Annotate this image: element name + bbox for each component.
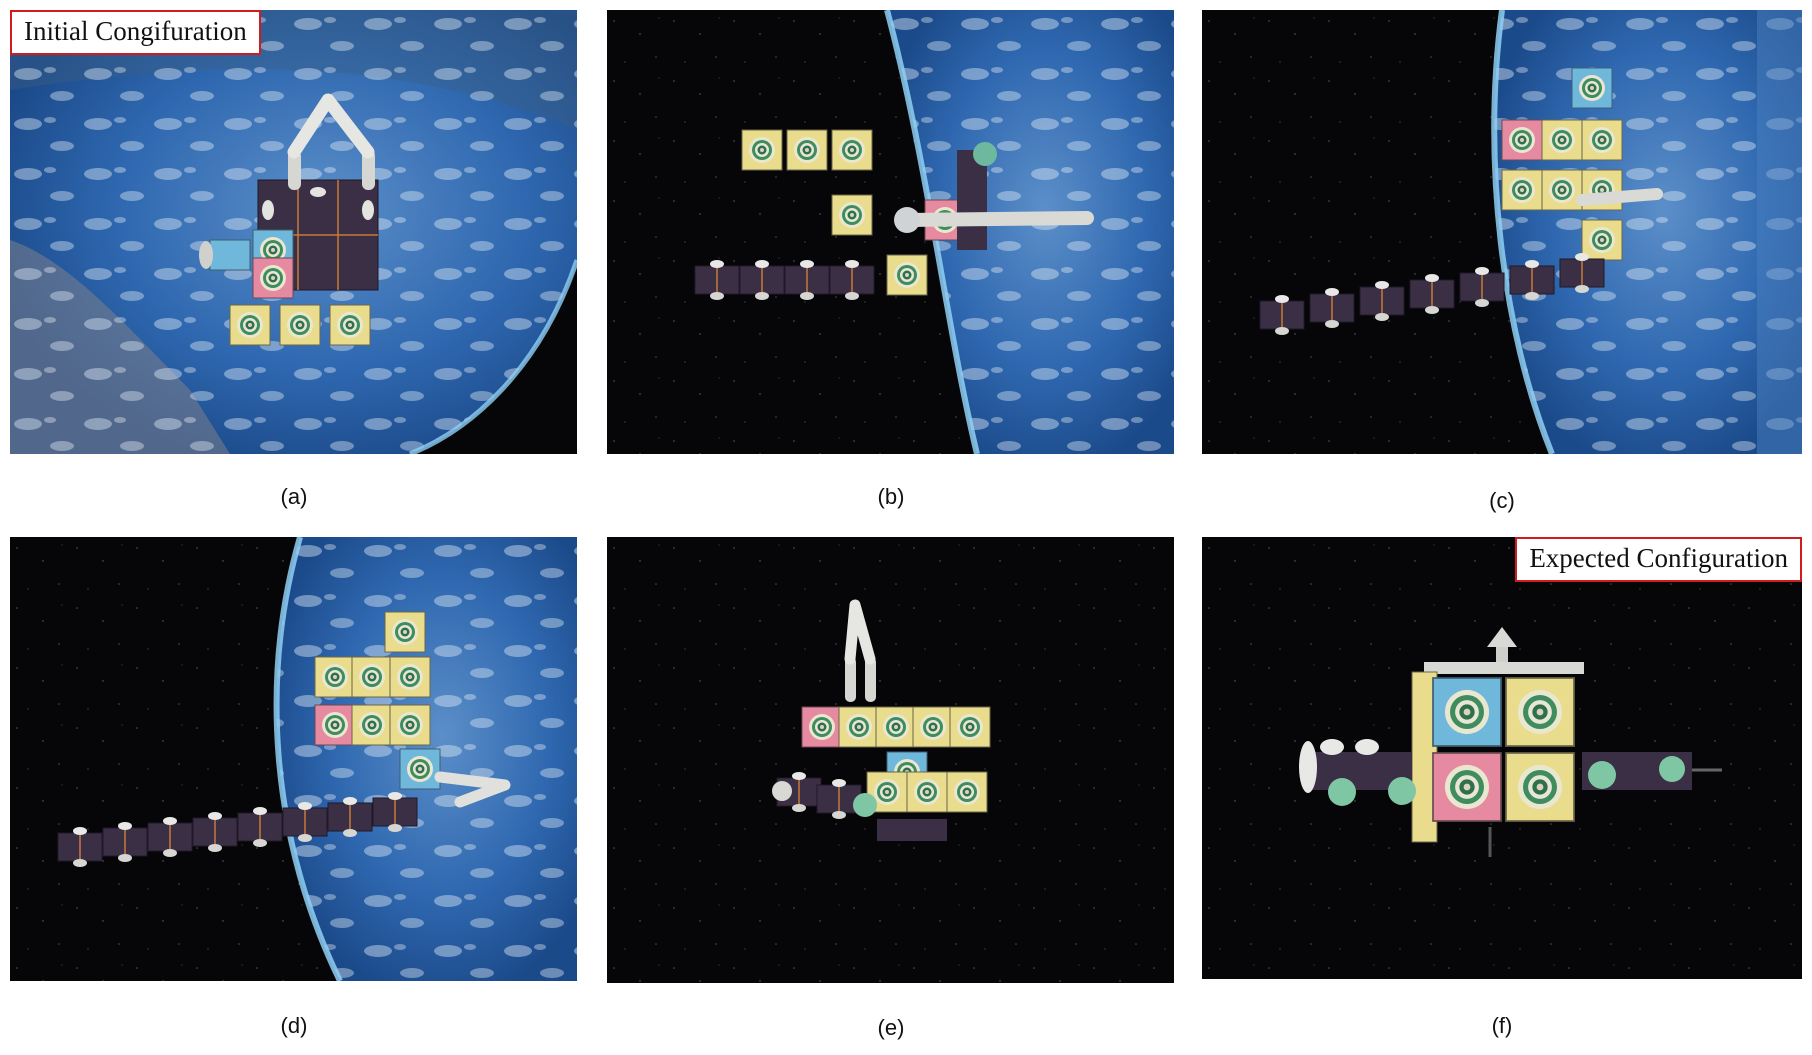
- caption-a: (a): [280, 484, 308, 509]
- robot-step-b: [694, 130, 1094, 301]
- caption-e: (e): [877, 1015, 905, 1040]
- robot-initial-configuration: [199, 93, 379, 345]
- caption-d: (d): [280, 1013, 308, 1038]
- panel-b: [607, 10, 1174, 454]
- panel-c: [1202, 10, 1802, 454]
- expected-configuration-label: Expected Configuration: [1515, 537, 1802, 582]
- robot-expected-configuration: [1299, 627, 1722, 857]
- robot-step-c: [1259, 68, 1663, 336]
- caption-f: (f): [1491, 1013, 1513, 1038]
- robot-step-d: [57, 612, 511, 868]
- panel-f: Expected Configuration: [1202, 537, 1802, 979]
- panel-f-scene: [1202, 537, 1802, 979]
- panel-a: Initial Congifuration: [10, 10, 577, 454]
- panel-e-scene: [607, 537, 1174, 983]
- panel-e: [607, 537, 1174, 983]
- initial-configuration-label: Initial Congifuration: [10, 10, 261, 55]
- panel-a-scene: [10, 10, 577, 454]
- panel-b-scene: [607, 10, 1174, 454]
- panel-d-scene: [10, 537, 577, 981]
- caption-c: (c): [1489, 488, 1515, 513]
- panel-c-scene: [1202, 10, 1802, 454]
- robot-step-e: [772, 599, 990, 841]
- caption-b: (b): [877, 484, 905, 509]
- panel-d: [10, 537, 577, 981]
